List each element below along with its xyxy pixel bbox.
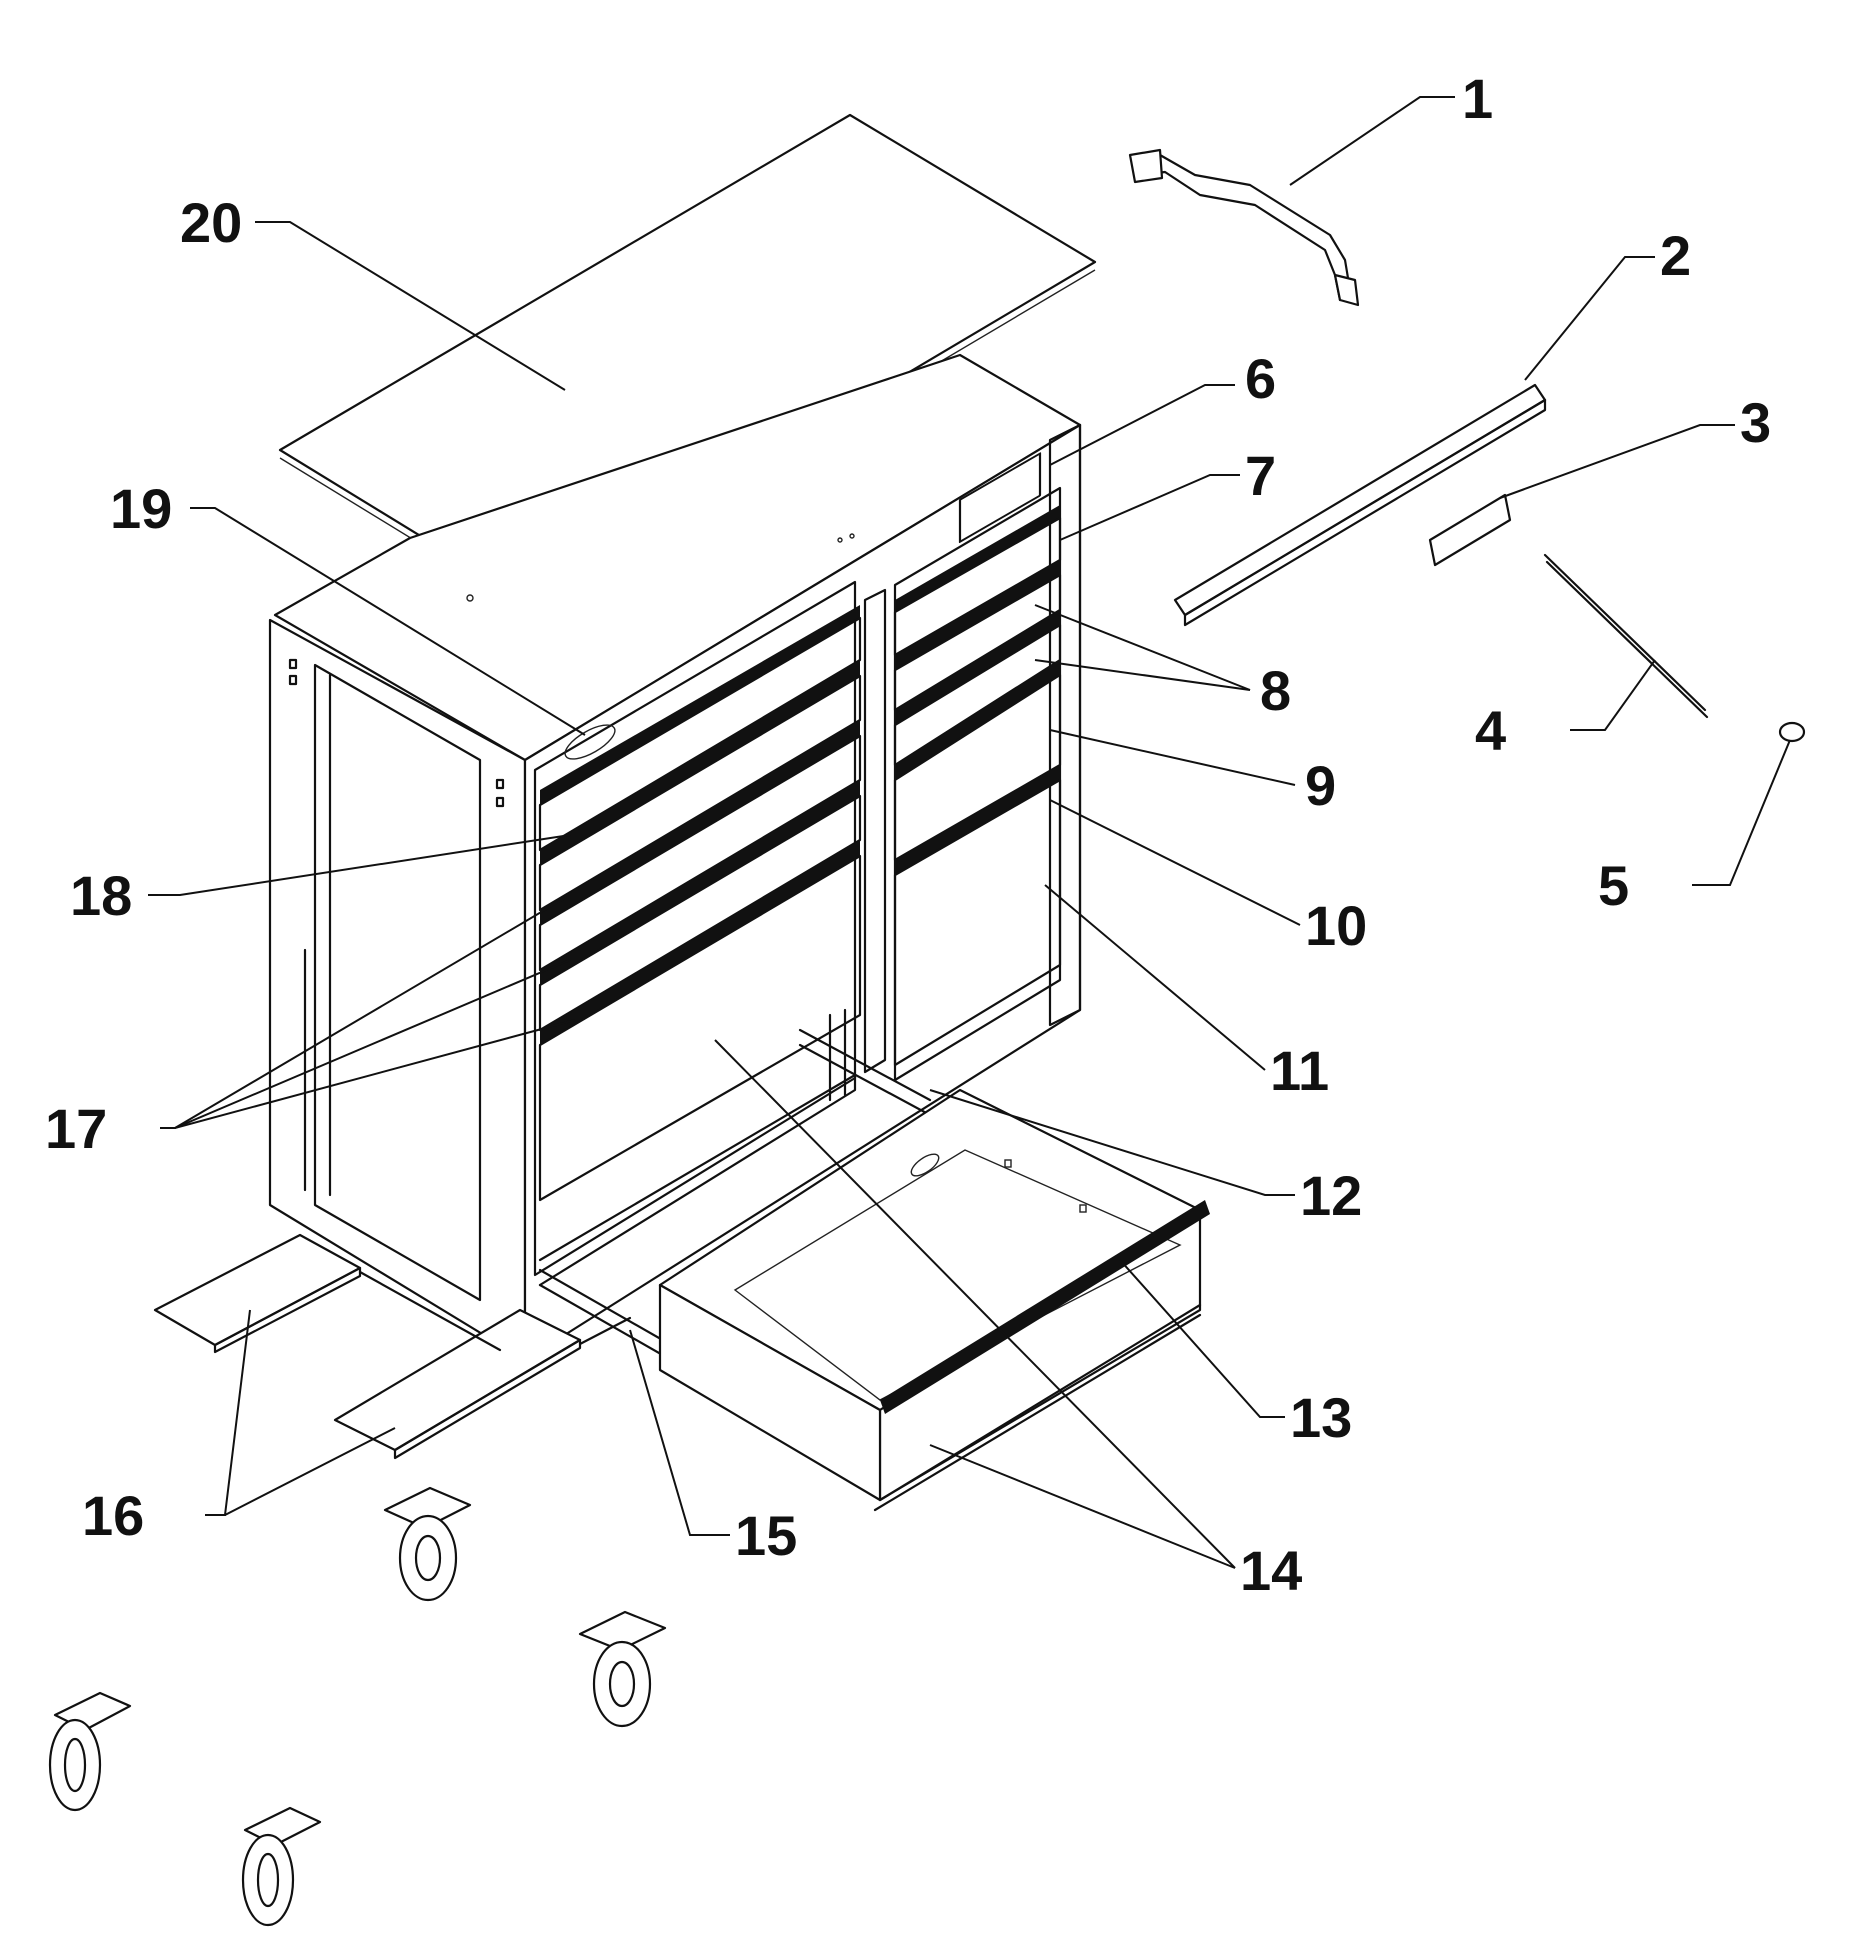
- callout-labels: 1 2 3 4 5 6 7 8 9 10 11 12 13 14 15 16 1…: [45, 67, 1771, 1602]
- label-3: 3: [1740, 391, 1771, 454]
- label-9: 9: [1305, 754, 1336, 817]
- knob: [1778, 721, 1806, 743]
- left-drawer-stack: [538, 605, 862, 1202]
- label-7: 7: [1245, 444, 1276, 507]
- caster-2: [578, 1610, 667, 1728]
- label-18: 18: [70, 864, 132, 927]
- label-2: 2: [1660, 224, 1691, 287]
- bracket: [1428, 493, 1512, 567]
- leader-lines: [148, 96, 1791, 1569]
- label-19: 19: [110, 477, 172, 540]
- label-14: 14: [1240, 1539, 1302, 1602]
- rod: [1543, 553, 1709, 719]
- label-16: 16: [82, 1484, 144, 1547]
- label-5: 5: [1598, 854, 1629, 917]
- label-4: 4: [1475, 699, 1506, 762]
- label-12: 12: [1300, 1164, 1362, 1227]
- label-8: 8: [1260, 659, 1291, 722]
- label-13: 13: [1290, 1386, 1352, 1449]
- label-15: 15: [735, 1504, 797, 1567]
- bottom-section: [538, 1008, 932, 1367]
- label-11: 11: [1270, 1039, 1329, 1102]
- caster-4: [241, 1806, 322, 1927]
- label-1: 1: [1462, 67, 1493, 130]
- label-20: 20: [180, 191, 242, 254]
- handle: [1128, 148, 1360, 307]
- slide-rail: [1173, 383, 1547, 627]
- open-drawer: [658, 1088, 1210, 1512]
- label-17: 17: [45, 1097, 107, 1160]
- floor-brackets: [153, 1233, 632, 1460]
- label-6: 6: [1245, 347, 1276, 410]
- caster-3: [48, 1691, 132, 1812]
- caster-1: [383, 1486, 472, 1602]
- label-10: 10: [1305, 894, 1367, 957]
- right-drawer-stack: [893, 452, 1062, 1067]
- cabinet-body: [268, 353, 1082, 1362]
